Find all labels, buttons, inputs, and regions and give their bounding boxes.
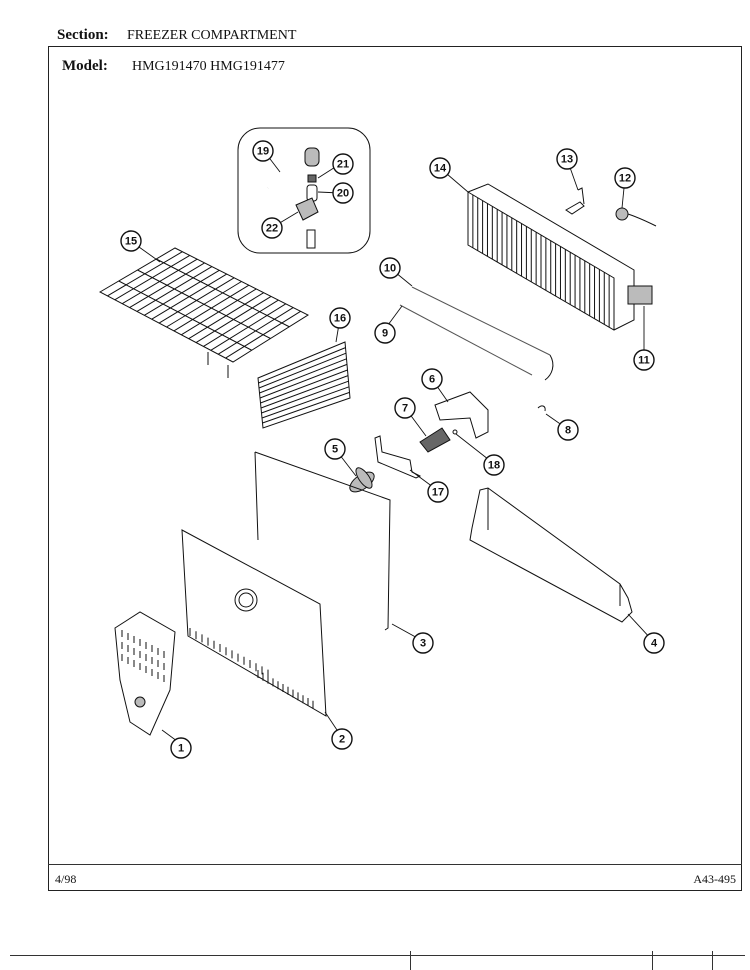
part-8-clip [537, 405, 546, 412]
part-18-screw [452, 429, 458, 435]
callout-22: 22 [261, 217, 283, 239]
callout-11: 11 [633, 349, 655, 371]
callout-number: 1 [178, 743, 184, 755]
callout-13: 13 [556, 148, 578, 170]
model-header: Model: HMG191470 HMG191477 [62, 58, 285, 75]
part-12-thermostat [615, 207, 657, 227]
part-17-bracket [374, 435, 422, 479]
callout-8: 8 [557, 419, 579, 441]
model-label: Model: [62, 58, 108, 74]
callout-2: 2 [331, 728, 353, 750]
callout-19: 19 [252, 140, 274, 162]
callout-number: 10 [384, 263, 396, 275]
section-label: Section: [57, 27, 109, 43]
callout-5: 5 [324, 438, 346, 460]
page-bottom-rule [10, 955, 745, 956]
callout-17: 17 [427, 481, 449, 503]
part-9-10-heaters [399, 286, 554, 381]
callout-number: 7 [402, 403, 408, 415]
callout-number: 5 [332, 444, 338, 456]
callout-number: 2 [339, 734, 345, 746]
callout-number: 17 [432, 487, 444, 499]
callout-number: 22 [266, 223, 278, 235]
part-20-21-fittings [306, 174, 318, 202]
section-header: Section: FREEZER COMPARTMENT [57, 27, 296, 44]
bottom-tick [652, 951, 653, 970]
callout-12: 12 [614, 167, 636, 189]
callout-14: 14 [429, 157, 451, 179]
callout-number: 12 [619, 173, 631, 185]
callout-number: 21 [337, 159, 349, 171]
part-22-clip [295, 197, 319, 249]
model-value: HMG191470 HMG191477 [132, 59, 285, 74]
callout-number: 18 [488, 460, 500, 472]
section-value: FREEZER COMPARTMENT [127, 28, 297, 43]
callout-number: 8 [565, 425, 571, 437]
part-11-terminal-block [627, 285, 653, 305]
part-4-drain-trough [469, 487, 633, 623]
callout-number: 11 [638, 355, 650, 367]
callout-number: 14 [434, 163, 447, 175]
inset-box [237, 127, 371, 254]
callout-number: 3 [420, 638, 426, 650]
callout-number: 13 [561, 154, 573, 166]
part-19-tube [267, 147, 320, 190]
callout-6: 6 [421, 368, 443, 390]
callout-16: 16 [329, 307, 351, 329]
diagram-frame [48, 46, 742, 891]
part-6-bracket [434, 391, 489, 439]
callout-3: 3 [412, 632, 434, 654]
callout-10: 10 [379, 257, 401, 279]
part-14-evaporator [467, 183, 635, 331]
callout-number: 9 [382, 328, 388, 340]
part-15-wire-shelf [98, 247, 310, 378]
callout-1: 1 [170, 737, 192, 759]
callout-number: 20 [337, 188, 349, 200]
callout-number: 19 [257, 146, 269, 158]
callout-18: 18 [483, 454, 505, 476]
part-2-panel [181, 529, 327, 717]
part-7-motor-mount [419, 427, 451, 453]
bottom-tick [712, 951, 713, 970]
part-16-grille [257, 341, 351, 429]
part-5-fan-blade [349, 467, 375, 493]
part-1-vent-cover [114, 611, 176, 736]
footer-code: A43-495 [693, 872, 736, 886]
footer-date: 4/98 [55, 872, 77, 886]
part-3-gasket [254, 451, 391, 631]
callout-number: 16 [334, 313, 346, 325]
part-13-bracket [565, 187, 585, 215]
callout-number: 6 [429, 374, 435, 386]
callout-20: 20 [332, 182, 354, 204]
callout-4: 4 [643, 632, 665, 654]
footer-divider [48, 864, 742, 865]
bottom-tick [410, 951, 411, 970]
callout-number: 15 [125, 236, 137, 248]
callout-9: 9 [374, 322, 396, 344]
callout-15: 15 [120, 230, 142, 252]
callout-7: 7 [394, 397, 416, 419]
callout-21: 21 [332, 153, 354, 175]
leader-lines [131, 150, 653, 745]
callout-number: 4 [651, 638, 658, 650]
